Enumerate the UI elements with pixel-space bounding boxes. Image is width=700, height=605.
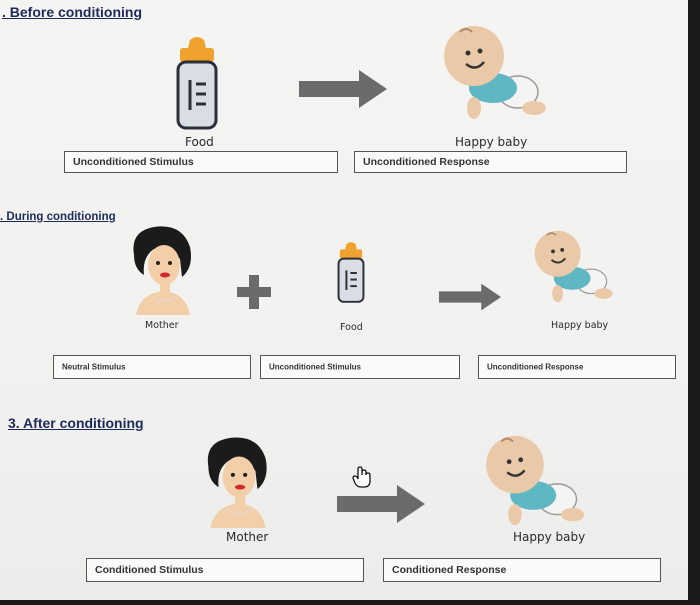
baby-bottle-icon: [332, 230, 370, 316]
mother-label: Mother: [226, 530, 268, 544]
happy-baby-icon: [478, 430, 598, 530]
section-1-heading: . Before conditioning: [2, 4, 142, 20]
mother-icon: [196, 434, 278, 528]
conditioned-response-box: Conditioned Response: [383, 558, 661, 582]
happy-baby-label: Happy baby: [551, 320, 608, 331]
mother-icon: [128, 223, 196, 315]
right-arrow-icon: [439, 282, 501, 312]
photo-bottom-edge: [0, 600, 700, 605]
unconditioned-response-box: Unconditioned Response: [354, 151, 627, 173]
right-arrow-icon: [337, 485, 425, 523]
photo-edge: [688, 0, 700, 605]
right-arrow-icon: [299, 70, 387, 108]
food-label: Food: [185, 135, 214, 149]
happy-baby-label: Happy baby: [455, 135, 527, 149]
happy-baby-icon: [438, 20, 558, 124]
baby-bottle-icon: [168, 36, 226, 132]
conditioned-stimulus-box: Conditioned Stimulus: [86, 558, 364, 582]
mother-label: Mother: [145, 320, 179, 331]
worksheet-page: . Before conditioning Food Happy baby Un…: [0, 0, 688, 600]
unconditioned-stimulus-box: Unconditioned Stimulus: [260, 355, 460, 379]
happy-baby-label: Happy baby: [513, 530, 585, 544]
plus-icon: [237, 275, 271, 309]
unconditioned-stimulus-box: Unconditioned Stimulus: [64, 151, 338, 173]
unconditioned-response-box: Unconditioned Response: [478, 355, 676, 379]
neutral-stimulus-box: Neutral Stimulus: [53, 355, 251, 379]
section-2-heading: . During conditioning: [0, 211, 116, 223]
section-3-heading: 3. After conditioning: [8, 415, 144, 431]
food-label: Food: [340, 322, 363, 333]
happy-baby-icon: [530, 222, 622, 310]
